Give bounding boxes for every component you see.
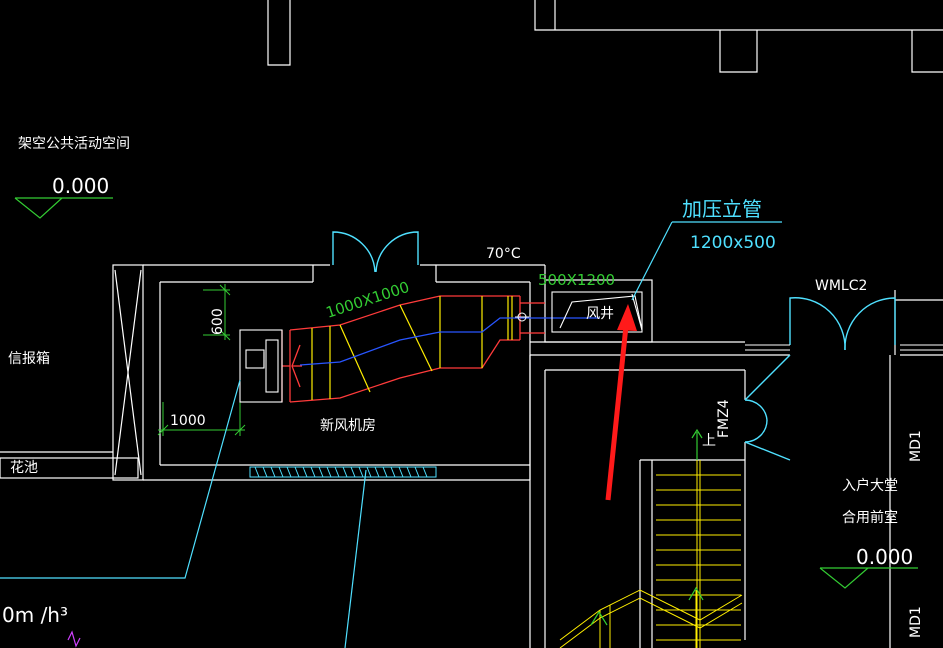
leader-lines [0, 221, 782, 648]
pressurize-riser-label: 加压立管 [682, 197, 762, 221]
dim-600-label: 600 [210, 308, 226, 335]
level-markers [14, 197, 918, 589]
fresh-air-room-label: 新风机房 [320, 418, 376, 434]
level-left-label: 0.000 [52, 174, 109, 198]
flower-bed-label: 花池 [10, 460, 38, 476]
pressurize-size-label: 1200x500 [690, 233, 776, 253]
louver-grille [249, 466, 437, 478]
doors [332, 231, 896, 461]
duct-riser-size-label: 500X1200 [538, 271, 615, 289]
door-md1-bottom-label: MD1 [908, 606, 924, 638]
stair-arrows [590, 428, 704, 626]
door-jambs [745, 344, 943, 351]
air-shaft-label: 风井 [586, 306, 614, 322]
door-fmz4-label: FMZ4 [716, 399, 732, 438]
open-space-label: 架空公共活动空间 [18, 136, 130, 152]
airflow-partial-label: 0m /h³ [2, 603, 68, 627]
level-right-label: 0.000 [856, 545, 913, 569]
dimension-lines [157, 284, 246, 436]
air-handler-unit [239, 329, 283, 403]
lobby-label-line2: 合用前室 [842, 509, 898, 526]
staircase [559, 460, 743, 648]
letter-box-label: 信报箱 [8, 351, 50, 367]
door-md1-top-label: MD1 [908, 430, 924, 462]
red-arrow-annotation [605, 304, 637, 501]
temperature-label: 70°C [486, 246, 521, 262]
stair-up-label: 上 [702, 433, 716, 449]
top-walls [267, 0, 943, 73]
door-wmlc2-label: WMLC2 [815, 278, 867, 294]
lobby-label-line1: 入户大堂 [842, 477, 898, 494]
duct-centerline [299, 317, 600, 366]
misc-marks [67, 630, 81, 648]
damper [515, 312, 529, 322]
duct-outline [281, 295, 545, 403]
dim-1000-label: 1000 [170, 413, 206, 429]
air-shaft [551, 291, 643, 333]
walls [0, 264, 943, 648]
